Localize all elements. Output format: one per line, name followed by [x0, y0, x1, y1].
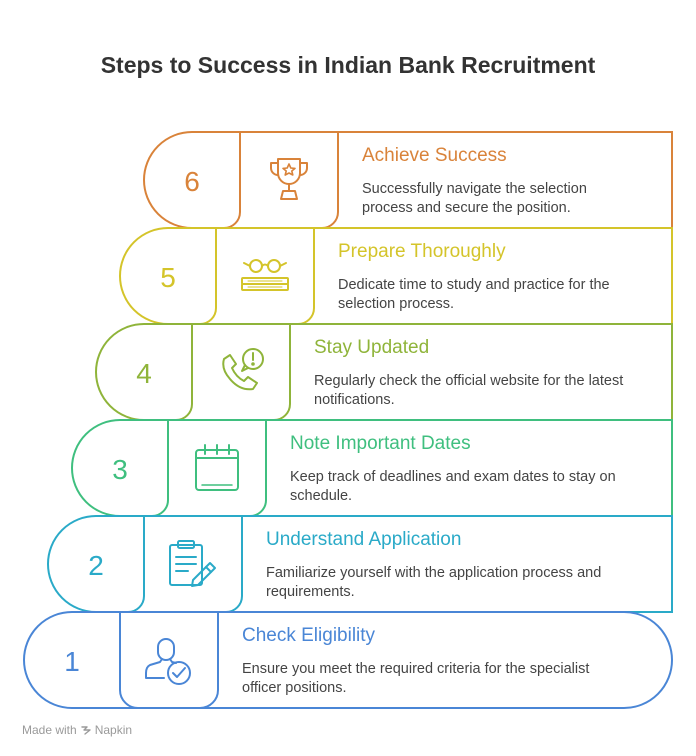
step-2-title: Understand Application — [266, 529, 462, 550]
step-1-title: Check Eligibility — [242, 625, 376, 646]
step-4-title: Stay Updated — [314, 337, 430, 358]
page-title: Steps to Success in Indian Bank Recruitm… — [100, 52, 596, 78]
step-3-title: Note Important Dates — [290, 433, 471, 454]
trophy-icon — [270, 158, 308, 200]
step-3-number: 3 — [112, 454, 128, 485]
step-1-shape — [23, 611, 673, 709]
napkin-brand-label: Napkin — [94, 723, 133, 737]
made-with-label: Made with — [22, 723, 77, 737]
step-5-number: 5 — [160, 262, 176, 293]
made-with-napkin-footer: Made with Napkin — [22, 723, 132, 737]
step-2-number: 2 — [88, 550, 104, 581]
user-check-icon — [145, 638, 191, 685]
clipboard-pencil-icon — [169, 540, 216, 587]
phone-alert-icon — [222, 348, 264, 391]
step-1-number: 1 — [64, 646, 80, 677]
step-6-title: Achieve Success — [362, 145, 507, 166]
step-6-number: 6 — [184, 166, 200, 197]
step-3-description: Keep track of deadlines and exam dates t… — [290, 469, 616, 504]
step-4-number: 4 — [136, 358, 152, 389]
step-2-description: Familiarize yourself with the applicatio… — [266, 565, 602, 600]
step-4-description: Regularly check the official website for… — [314, 373, 624, 408]
napkin-logo-icon — [81, 726, 91, 735]
glasses-books-icon — [241, 259, 289, 291]
step-6-description: Successfully navigate the selection proc… — [362, 181, 587, 216]
step-5-title: Prepare Thoroughly — [338, 241, 506, 262]
calendar-icon — [195, 444, 239, 491]
step-5-description: Dedicate time to study and practice for … — [338, 277, 610, 312]
step-1-description: Ensure you meet the required criteria fo… — [242, 661, 590, 696]
